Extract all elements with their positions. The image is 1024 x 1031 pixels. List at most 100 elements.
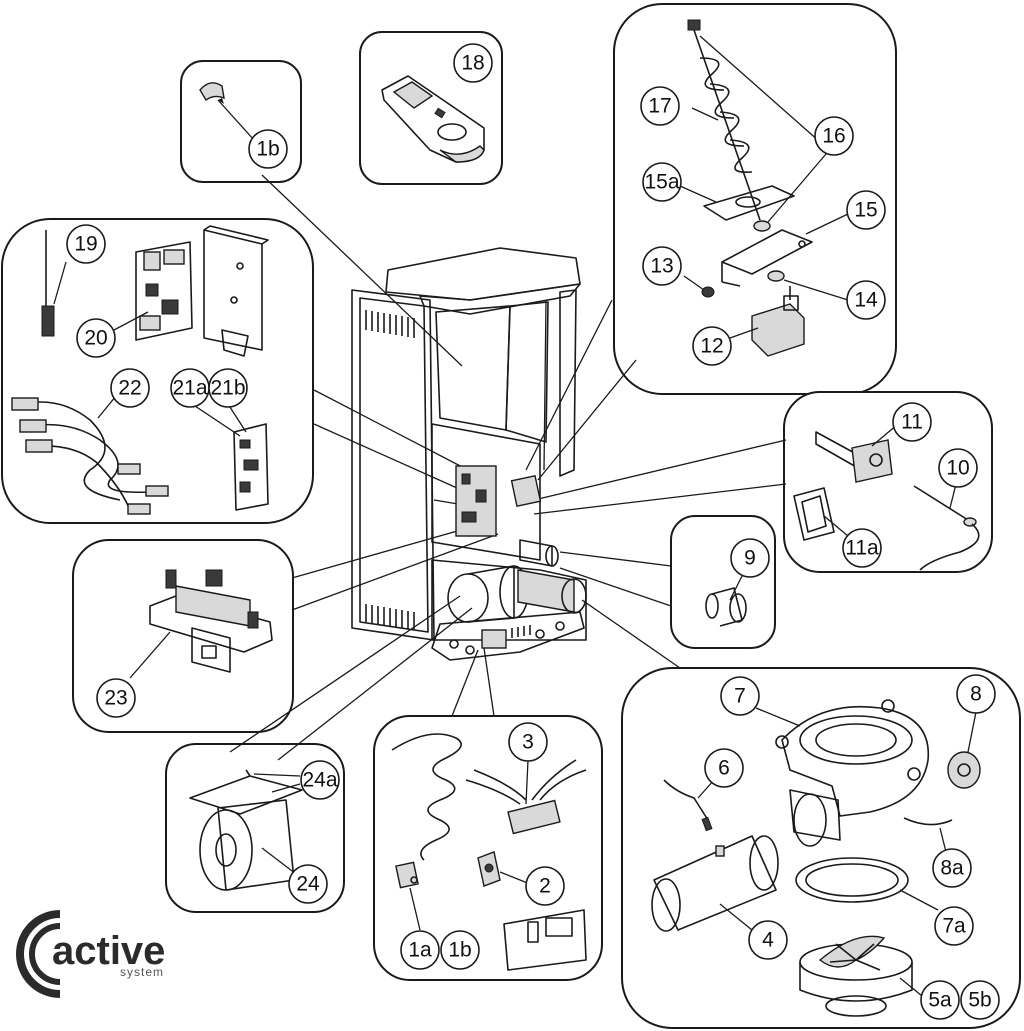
mounting-plate [203, 225, 269, 357]
svg-text:1b: 1b [256, 138, 279, 161]
panel-clip-1b [180, 60, 302, 183]
callout-11: 11 [892, 402, 932, 442]
svg-text:7: 7 [734, 685, 746, 708]
switch-assembly-23 [129, 569, 273, 679]
display-board-21 [191, 403, 269, 511]
callout-23: 23 [96, 678, 136, 718]
svg-text:18: 18 [461, 52, 484, 75]
logo-sub: system [120, 965, 164, 979]
svg-text:4: 4 [762, 929, 774, 952]
gearmotor-12 [729, 286, 805, 357]
connector-3 [465, 759, 587, 835]
callout-4: 4 [748, 920, 788, 960]
svg-text:9: 9 [744, 547, 756, 570]
callout-2: 2 [525, 866, 565, 906]
vent-slots-lower [365, 604, 415, 630]
panel-auger-group [613, 3, 897, 395]
callout-10: 10 [938, 448, 978, 488]
control-board-20 [113, 241, 193, 341]
svg-text:1a: 1a [408, 939, 432, 962]
callout-18: 18 [453, 43, 493, 83]
nut-13 [683, 275, 715, 298]
callout-5a: 5a [920, 980, 960, 1020]
callout-16: 16 [814, 116, 854, 156]
pipe-4 [651, 835, 779, 932]
svg-text:8: 8 [970, 683, 982, 706]
hose-8a [903, 817, 953, 853]
svg-text:5a: 5a [928, 989, 952, 1012]
svg-text:6: 6 [718, 757, 730, 780]
panel-sleeve-9 [670, 515, 776, 649]
bracket-15 [721, 213, 849, 287]
callout-20: 20 [76, 318, 116, 358]
stove-body [351, 247, 587, 661]
callout-19: 19 [66, 224, 106, 264]
gasket-7a [795, 857, 939, 911]
plate-15a [679, 185, 795, 221]
probe-wire-1 [391, 733, 462, 931]
callout-8a: 8a [932, 848, 972, 888]
svg-text:7a: 7a [942, 915, 966, 938]
svg-text:21b: 21b [210, 377, 245, 400]
svg-text:1b: 1b [448, 939, 471, 962]
svg-text:21a: 21a [172, 377, 207, 400]
callout-14: 14 [846, 280, 886, 320]
svg-text:14: 14 [854, 289, 878, 312]
label-plate [503, 909, 587, 971]
svg-text:24: 24 [296, 873, 320, 896]
svg-text:20: 20 [84, 327, 107, 350]
callout-22: 22 [110, 368, 150, 408]
svg-text:15a: 15a [644, 171, 679, 194]
svg-text:15: 15 [854, 199, 877, 222]
callout-9: 9 [730, 538, 770, 578]
svg-text:2: 2 [539, 875, 551, 898]
callout-7a: 7a [934, 906, 974, 946]
svg-text:24a: 24a [302, 769, 337, 792]
thermostat-2 [477, 851, 531, 887]
auger-screw-17 [687, 19, 761, 221]
logo-word: active [52, 929, 165, 973]
svg-text:16: 16 [822, 125, 845, 148]
svg-text:17: 17 [648, 95, 671, 118]
callout-3: 3 [508, 722, 548, 762]
svg-text:8a: 8a [940, 857, 964, 880]
svg-text:11: 11 [901, 411, 923, 434]
callout-5b: 5b [960, 980, 1000, 1020]
gasket-11a [793, 487, 849, 541]
callout-1b-bottom: 1b [440, 930, 480, 970]
bearing-14 [767, 270, 849, 301]
callout-21a: 21a [170, 368, 210, 408]
callout-15: 15 [846, 190, 886, 230]
remote-control-18 [381, 75, 485, 163]
panel-electronics-group [1, 218, 314, 524]
svg-text:22: 22 [118, 377, 141, 400]
clip-part-1b [199, 82, 255, 141]
callout-6: 6 [704, 748, 744, 788]
panel-pipe-group [783, 391, 993, 573]
pressure-switch-8 [947, 711, 981, 789]
svg-text:11a: 11a [845, 537, 879, 560]
panel-sensor-group [373, 715, 603, 981]
svg-text:23: 23 [104, 687, 127, 710]
callout-24a: 24a [300, 760, 340, 800]
pipe-flange-11 [815, 423, 899, 483]
callout-1a: 1a [400, 930, 440, 970]
svg-text:5b: 5b [968, 989, 991, 1012]
callout-21b: 21b [208, 368, 248, 408]
callout-11a: 11a [842, 528, 882, 568]
callout-8: 8 [956, 674, 996, 714]
callout-1b-top: 1b [248, 129, 288, 169]
fan-motor-5 [799, 935, 923, 1017]
bushing-16 [699, 35, 827, 232]
svg-text:12: 12 [700, 335, 723, 358]
leader-lines [229, 174, 787, 761]
cable-harness-22 [11, 395, 169, 515]
callout-15a: 15a [642, 162, 682, 202]
callout-24: 24 [288, 864, 328, 904]
svg-text:19: 19 [74, 233, 97, 256]
callout-7: 7 [720, 676, 760, 716]
callout-13: 13 [642, 246, 682, 286]
active-system-logo: active system [16, 910, 165, 998]
callout-12: 12 [692, 326, 732, 366]
